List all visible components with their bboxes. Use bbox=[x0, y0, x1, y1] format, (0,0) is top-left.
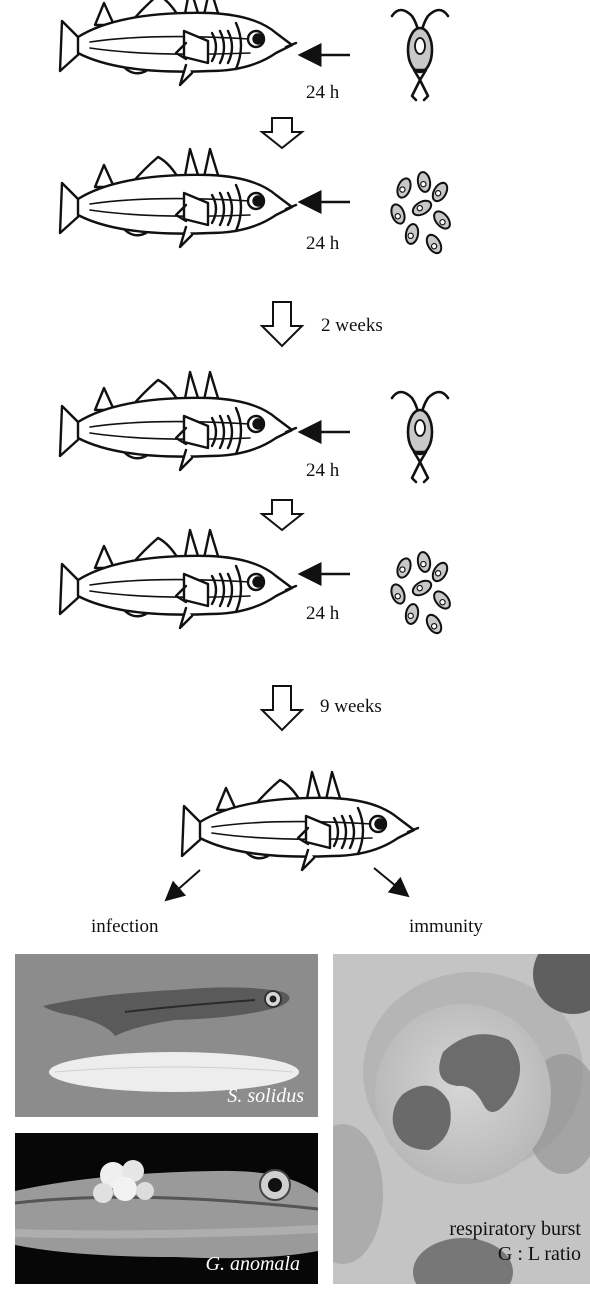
fish-row-3 bbox=[60, 372, 296, 470]
eggs-icon-row-2 bbox=[389, 171, 453, 256]
copepod-icon-row-3 bbox=[392, 392, 448, 482]
eggs-icon-row-4 bbox=[389, 551, 453, 636]
caption-g-anomala: G. anomala bbox=[206, 1254, 300, 1274]
fish-row-4 bbox=[60, 530, 296, 628]
arrow-to-immunity bbox=[374, 868, 408, 896]
caption-blood-line-2: G : L ratio bbox=[498, 1244, 581, 1264]
fish-row-2 bbox=[60, 149, 296, 247]
step-label-4: 24 h bbox=[306, 604, 339, 623]
outcome-infection: infection bbox=[91, 917, 159, 936]
photo-g-anomala: G. anomala bbox=[15, 1133, 318, 1284]
hollow-arrow-1 bbox=[262, 118, 302, 148]
fish-final bbox=[182, 772, 418, 870]
outcome-immunity: immunity bbox=[409, 917, 483, 936]
step-label-1: 24 h bbox=[306, 83, 339, 102]
wait-label-2: 9 weeks bbox=[320, 697, 382, 716]
hollow-arrow-2 bbox=[262, 302, 302, 346]
copepod-icon-row-1 bbox=[392, 10, 448, 100]
photo-s-solidus: S. solidus bbox=[15, 954, 318, 1117]
caption-s-solidus: S. solidus bbox=[227, 1086, 304, 1106]
caption-blood-line-1: respiratory burst bbox=[449, 1219, 581, 1239]
step-label-3: 24 h bbox=[306, 461, 339, 480]
arrow-to-infection bbox=[166, 870, 200, 900]
step-label-2: 24 h bbox=[306, 234, 339, 253]
hollow-arrow-4 bbox=[262, 686, 302, 730]
hollow-arrow-3 bbox=[262, 500, 302, 530]
photo-blood-cell: respiratory burst G : L ratio bbox=[333, 954, 590, 1284]
wait-label-1: 2 weeks bbox=[321, 316, 383, 335]
fish-row-1 bbox=[60, 0, 296, 85]
